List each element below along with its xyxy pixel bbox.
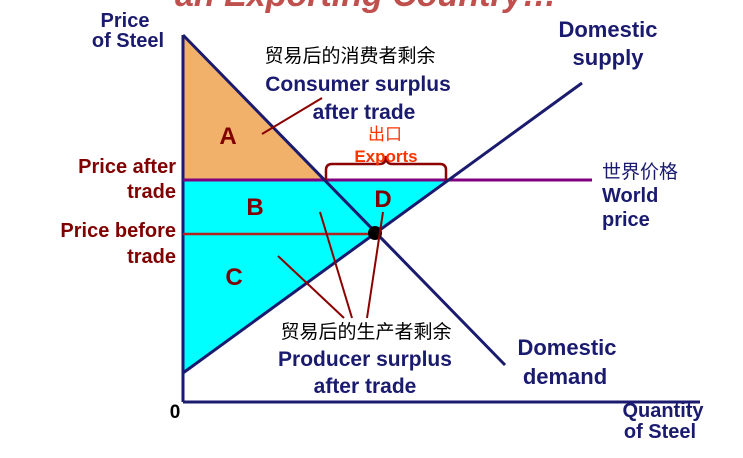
region-a-label: A	[219, 123, 236, 150]
price-before-trade-label-line2: trade	[127, 246, 176, 268]
consumer-surplus-cn-label: 贸易后的消费者剩余	[264, 45, 435, 67]
domestic-supply-curve	[182, 81, 583, 375]
y-axis-label-line2: of Steel	[92, 30, 164, 52]
producer-surplus-label-line2: after trade	[314, 375, 417, 398]
producer-surplus-cn-label: 贸易后的生产者剩余	[280, 321, 451, 343]
producer-pointer-d	[366, 211, 384, 319]
exports-label: Exports	[354, 147, 417, 166]
supply-label-line2: supply	[573, 45, 645, 70]
domestic-demand-curve	[181, 33, 507, 367]
demand-label-line1: Domestic	[517, 335, 616, 360]
producer-surplus-label-line1: Producer surplus	[278, 348, 452, 371]
exports-brace	[324, 155, 448, 180]
x-axis-label-line1: Quantity	[622, 400, 704, 422]
world-price-cn-label: 世界价格	[602, 161, 678, 183]
supply-label-line1: Domestic	[558, 17, 657, 42]
slide-title-fragment: an Exporting Country…	[175, 0, 557, 14]
region-b-label: B	[246, 194, 263, 221]
consumer-surplus-pointer	[261, 97, 323, 135]
price-after-trade-label-line1: Price after	[78, 156, 176, 178]
exports-cn-label: 出口	[368, 125, 402, 145]
price-before-trade-label-line1: Price before	[60, 220, 176, 242]
x-axis-label-line2: of Steel	[624, 421, 696, 443]
consumer-surplus-label-line2: after trade	[313, 101, 416, 124]
world-price-label-line1: World	[602, 185, 658, 207]
consumer-surplus-label-line1: Consumer surplus	[265, 73, 451, 96]
producer-pointer-c	[277, 255, 345, 319]
demand-label-line2: demand	[523, 364, 607, 389]
price-after-trade-label-line2: trade	[127, 181, 176, 203]
y-axis-label-line1: Price	[101, 10, 150, 32]
producer-pointer-b	[319, 211, 353, 319]
region-d-label: D	[374, 186, 391, 213]
origin-label: 0	[170, 402, 181, 423]
world-price-label-line2: price	[602, 209, 650, 231]
region-c-label: C	[225, 264, 242, 291]
